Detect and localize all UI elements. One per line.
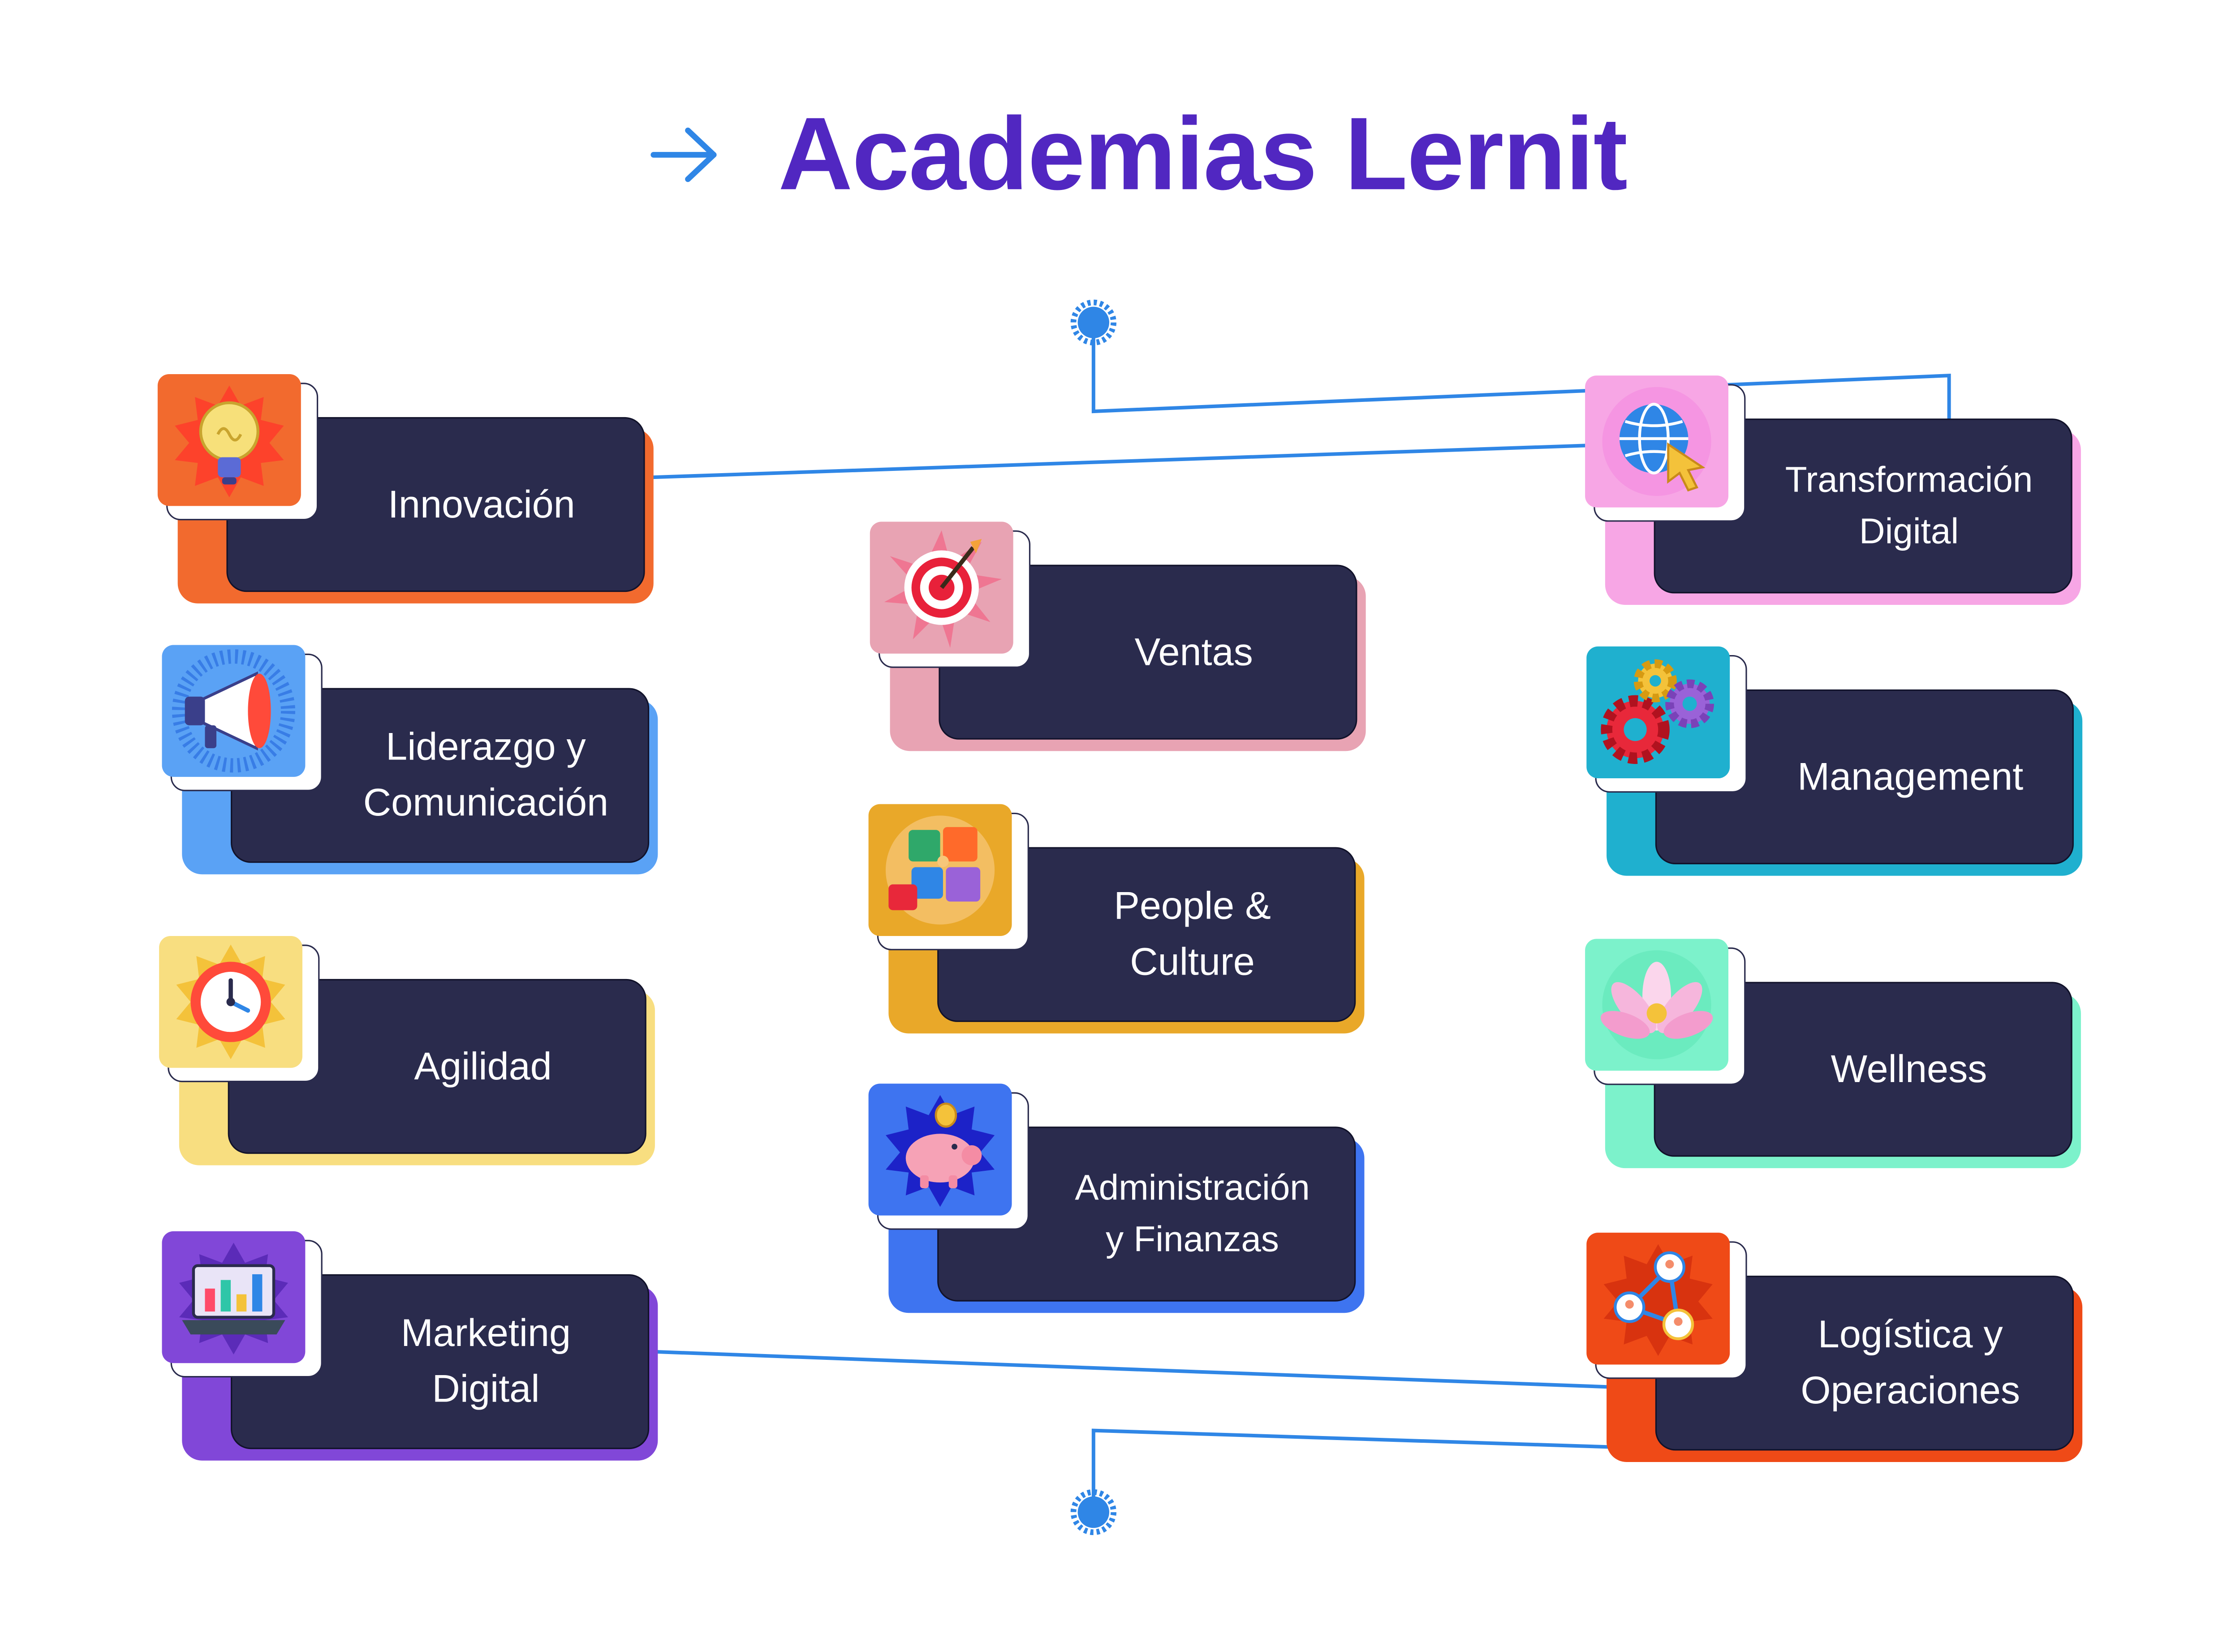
academy-card-wellness[interactable]: Wellness [1585, 939, 2087, 1169]
lotus-icon [1585, 939, 1728, 1071]
page-title: Academias Lernit [778, 97, 1628, 212]
academy-label: Logística y Operaciones [1801, 1313, 2020, 1412]
clock-icon [159, 936, 302, 1068]
starburst-node-bottom [1070, 1489, 1117, 1536]
academy-label: Management [1797, 755, 2024, 798]
academy-card-transformacion-digital[interactable]: Transformación Digital [1585, 375, 2087, 605]
academy-card-management[interactable]: Management [1586, 646, 2088, 876]
gears-icon [1586, 646, 1730, 779]
laptop-chart-icon [162, 1231, 306, 1363]
academy-card-logistica-operaciones[interactable]: Logística y Operaciones [1586, 1233, 2088, 1462]
academy-card-liderazgo-comunicacion[interactable]: Liderazgo y Comunicación [162, 645, 663, 875]
academy-label: Administración y Finanzas [1075, 1168, 1310, 1260]
academy-card-administracion-finanzas[interactable]: Administración y Finanzas [868, 1083, 1370, 1313]
globe-cursor-icon [1585, 375, 1728, 508]
network-people-icon [1586, 1233, 1730, 1365]
starburst-node-top [1070, 299, 1117, 345]
academy-card-agilidad[interactable]: Agilidad [159, 936, 661, 1165]
academy-card-innovacion[interactable]: Innovación [157, 374, 659, 604]
academy-card-marketing-digital[interactable]: Marketing Digital [162, 1231, 663, 1461]
connector-innovacion-transformacion [652, 441, 1663, 479]
academy-label: People & Culture [1114, 884, 1271, 983]
piggy-bank-icon [868, 1083, 1012, 1216]
header: Academias Lernit [642, 83, 1628, 227]
connector-marketing-logistica [652, 1350, 1663, 1391]
megaphone-icon [162, 645, 306, 777]
academy-label: Marketing Digital [401, 1311, 571, 1410]
academy-label: Liderazgo y Comunicación [363, 725, 609, 824]
connector-bottom-path [1091, 1428, 1677, 1512]
academy-label: Transformación Digital [1785, 460, 2033, 552]
academy-label: Wellness [1831, 1047, 1987, 1090]
academy-card-people-culture[interactable]: People & Culture [868, 804, 1370, 1034]
academy-card-ventas[interactable]: Ventas [870, 522, 1372, 751]
target-icon [870, 522, 1013, 654]
connector-top-path [1091, 322, 1951, 422]
lightbulb-icon [157, 374, 301, 506]
academy-label: Ventas [1134, 630, 1253, 673]
arrow-right-icon [650, 127, 717, 182]
puzzle-icon [868, 804, 1012, 936]
academy-label: Agilidad [414, 1044, 552, 1087]
academy-label: Innovación [388, 482, 575, 526]
